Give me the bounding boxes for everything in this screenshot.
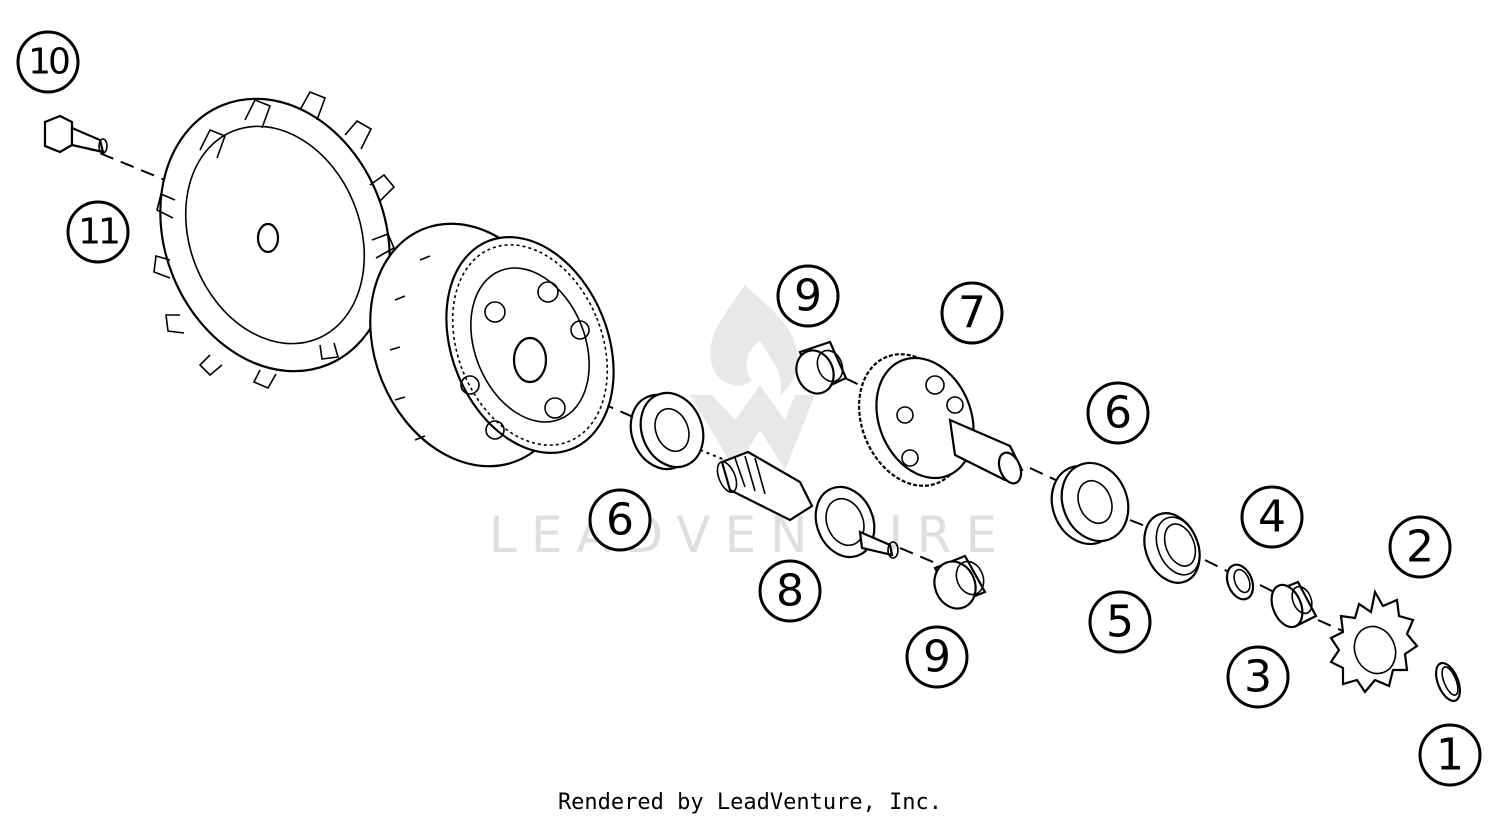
- watermark-v-icon: [690, 385, 815, 470]
- callout-9-upper-label: 9: [794, 271, 822, 322]
- callout-7-label: 7: [958, 288, 986, 339]
- callout-10-label: 10: [28, 42, 69, 83]
- callout-9-lower: 9: [905, 625, 969, 689]
- part-needle-bearing-lower: [933, 554, 987, 610]
- callout-5-label: 5: [1106, 597, 1134, 648]
- part-bolt: [43, 114, 108, 154]
- callout-2: 2: [1388, 515, 1452, 579]
- callout-10: 10: [16, 30, 80, 94]
- callout-3-label: 3: [1244, 652, 1272, 703]
- part-spacer-bushing: [1270, 580, 1318, 629]
- callout-4: 4: [1240, 485, 1304, 549]
- callout-8: 8: [758, 559, 822, 623]
- callout-5: 5: [1088, 590, 1152, 654]
- callout-1-label: 1: [1436, 730, 1464, 781]
- callout-1: 1: [1418, 723, 1482, 787]
- part-sprocket: [1329, 588, 1419, 694]
- part-bearing-right: [1050, 461, 1130, 546]
- callout-11-label: 11: [78, 212, 118, 253]
- part-circlip: [1434, 661, 1462, 703]
- callout-9-lower-label: 9: [923, 632, 951, 683]
- callout-2-label: 2: [1406, 522, 1434, 573]
- part-o-ring: [1225, 563, 1255, 601]
- watermark: LEADVENTURE: [489, 285, 1011, 564]
- callout-11: 11: [66, 200, 130, 264]
- watermark-flame-icon: [710, 285, 798, 395]
- callout-4-label: 4: [1258, 492, 1286, 543]
- part-bearing-left: [629, 391, 705, 471]
- callout-7: 7: [940, 281, 1004, 345]
- footer-credit: Rendered by LeadVenture, Inc.: [557, 790, 943, 815]
- callout-6-right: 6: [1086, 381, 1150, 445]
- part-clutch-basket-gear: [369, 222, 615, 468]
- callout-6-right-label: 6: [1104, 388, 1132, 439]
- part-countershaft: [716, 450, 899, 559]
- part-primary-gear: [858, 353, 1024, 487]
- callout-6-left: 6: [588, 488, 652, 552]
- callout-3: 3: [1226, 645, 1290, 709]
- part-clutch-inner-hub: [153, 90, 396, 390]
- part-needle-bearing-upper: [795, 340, 848, 395]
- callout-6-left-label: 6: [606, 495, 634, 546]
- callout-8-label: 8: [776, 566, 804, 617]
- watermark-text: LEADVENTURE: [489, 506, 1011, 564]
- callout-9-upper: 9: [776, 264, 840, 328]
- part-shaft-seal: [1143, 512, 1201, 584]
